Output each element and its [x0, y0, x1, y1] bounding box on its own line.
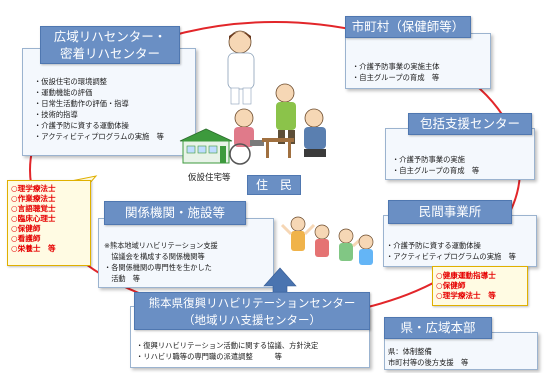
residents-label: 住 民	[247, 175, 301, 195]
regional-center-title-2: 密着リハセンター	[59, 46, 160, 61]
regional-center-title-1: 広域リハセンター・	[53, 29, 167, 44]
regional-center-list: 仮設住宅の環境調整 運動機能の評価 日常生活動作の評価・指導 技術的指導 介護予…	[34, 76, 164, 142]
related-orgs-header: 関係機関・施設等	[104, 201, 246, 225]
right-professions-list: 健康運動指導士 保健師 理学療法士 等	[436, 271, 496, 301]
profession-item: 作業療法士	[11, 194, 56, 204]
support-center-title-1: 熊本県復興リハビリテーションセンター	[148, 296, 356, 310]
profession-item: 栄養士 等	[11, 244, 56, 254]
list-item: 運動機能の評価	[34, 87, 164, 98]
support-center-list: 復興リハビリテーション活動に関する協議、方針決定 リハビリ職等の専門職の派遣調整…	[136, 340, 318, 362]
list-item: 市町村等の後方支援 等	[388, 358, 469, 367]
temporary-housing-label: 仮設住宅等	[188, 173, 231, 183]
list-item: 自主グループの育成 等	[352, 72, 440, 83]
support-center-title-2: （地域リハ支援センター）	[183, 313, 321, 327]
comprehensive-center-list: 介護予防事業の実施 自主グループの育成 等	[392, 154, 479, 176]
list-item: ・各関係機関の専門性を生かした	[104, 263, 212, 272]
list-item: リハビリ職等の専門職の派遣調整 等	[136, 351, 318, 362]
profession-item: 理学療法士 等	[436, 291, 496, 301]
profession-item: 臨床心理士	[11, 214, 56, 224]
list-item: 復興リハビリテーション活動に関する協議、方針決定	[136, 340, 318, 351]
profession-item: 保健師	[436, 281, 496, 291]
list-item: 日常生活動作の評価・指導	[34, 98, 164, 109]
left-professions-list: 理学療法士 作業療法士 言語聴覚士 臨床心理士 保健師 看護師 栄養士 等	[11, 184, 56, 254]
list-item: 介護予防に資する運動体操	[386, 240, 516, 251]
list-item: アクティビティプログラムの実施 等	[386, 251, 516, 262]
profession-item: 看護師	[11, 234, 56, 244]
comprehensive-center-header: 包括支援センター	[408, 113, 532, 135]
related-orgs-list: ※熊本地域リハビリテーション支援 協議会を構成する関係機関等 ・各関係機関の専門…	[104, 240, 218, 284]
regional-center-header: 広域リハセンター・ 密着リハセンター	[40, 26, 180, 64]
prefecture-hq-header: 県・広域本部	[384, 317, 492, 339]
prefecture-hq-list: 県：体制整備 市町村等の後方支援 等	[388, 346, 468, 368]
list-item: 介護予防事業の実施	[392, 154, 479, 165]
profession-item: 理学療法士	[11, 184, 56, 194]
list-item: 技術的指導	[34, 109, 164, 120]
list-item: 介護予防に資する運動体操	[34, 120, 164, 131]
related-orgs-box	[98, 218, 274, 288]
list-item: 自主グループの育成 等	[392, 165, 479, 176]
list-item: 仮設住宅の環境調整	[34, 76, 164, 87]
support-center-header: 熊本県復興リハビリテーションセンター （地域リハ支援センター）	[134, 292, 370, 330]
profession-item: 言語聴覚士	[11, 204, 56, 214]
list-item: 県：体制整備	[388, 347, 432, 356]
list-item: 協議会を構成する関係機関等	[104, 252, 205, 261]
list-item: 活動 等	[104, 274, 140, 283]
profession-item: 健康運動指導士	[436, 271, 496, 281]
private-business-list: 介護予防に資する運動体操 アクティビティプログラムの実施 等	[386, 240, 516, 262]
municipality-header: 市町村（保健師等）	[345, 16, 471, 38]
list-item: ※熊本地域リハビリテーション支援	[104, 241, 218, 250]
list-item: アクティビティプログラムの実施 等	[34, 131, 164, 142]
list-item: 介護予防事業の実施主体	[352, 61, 439, 72]
municipality-list: 介護予防事業の実施主体 自主グループの育成 等	[352, 61, 440, 83]
profession-item: 保健師	[11, 224, 56, 234]
private-business-header: 民間事業所	[388, 200, 512, 224]
